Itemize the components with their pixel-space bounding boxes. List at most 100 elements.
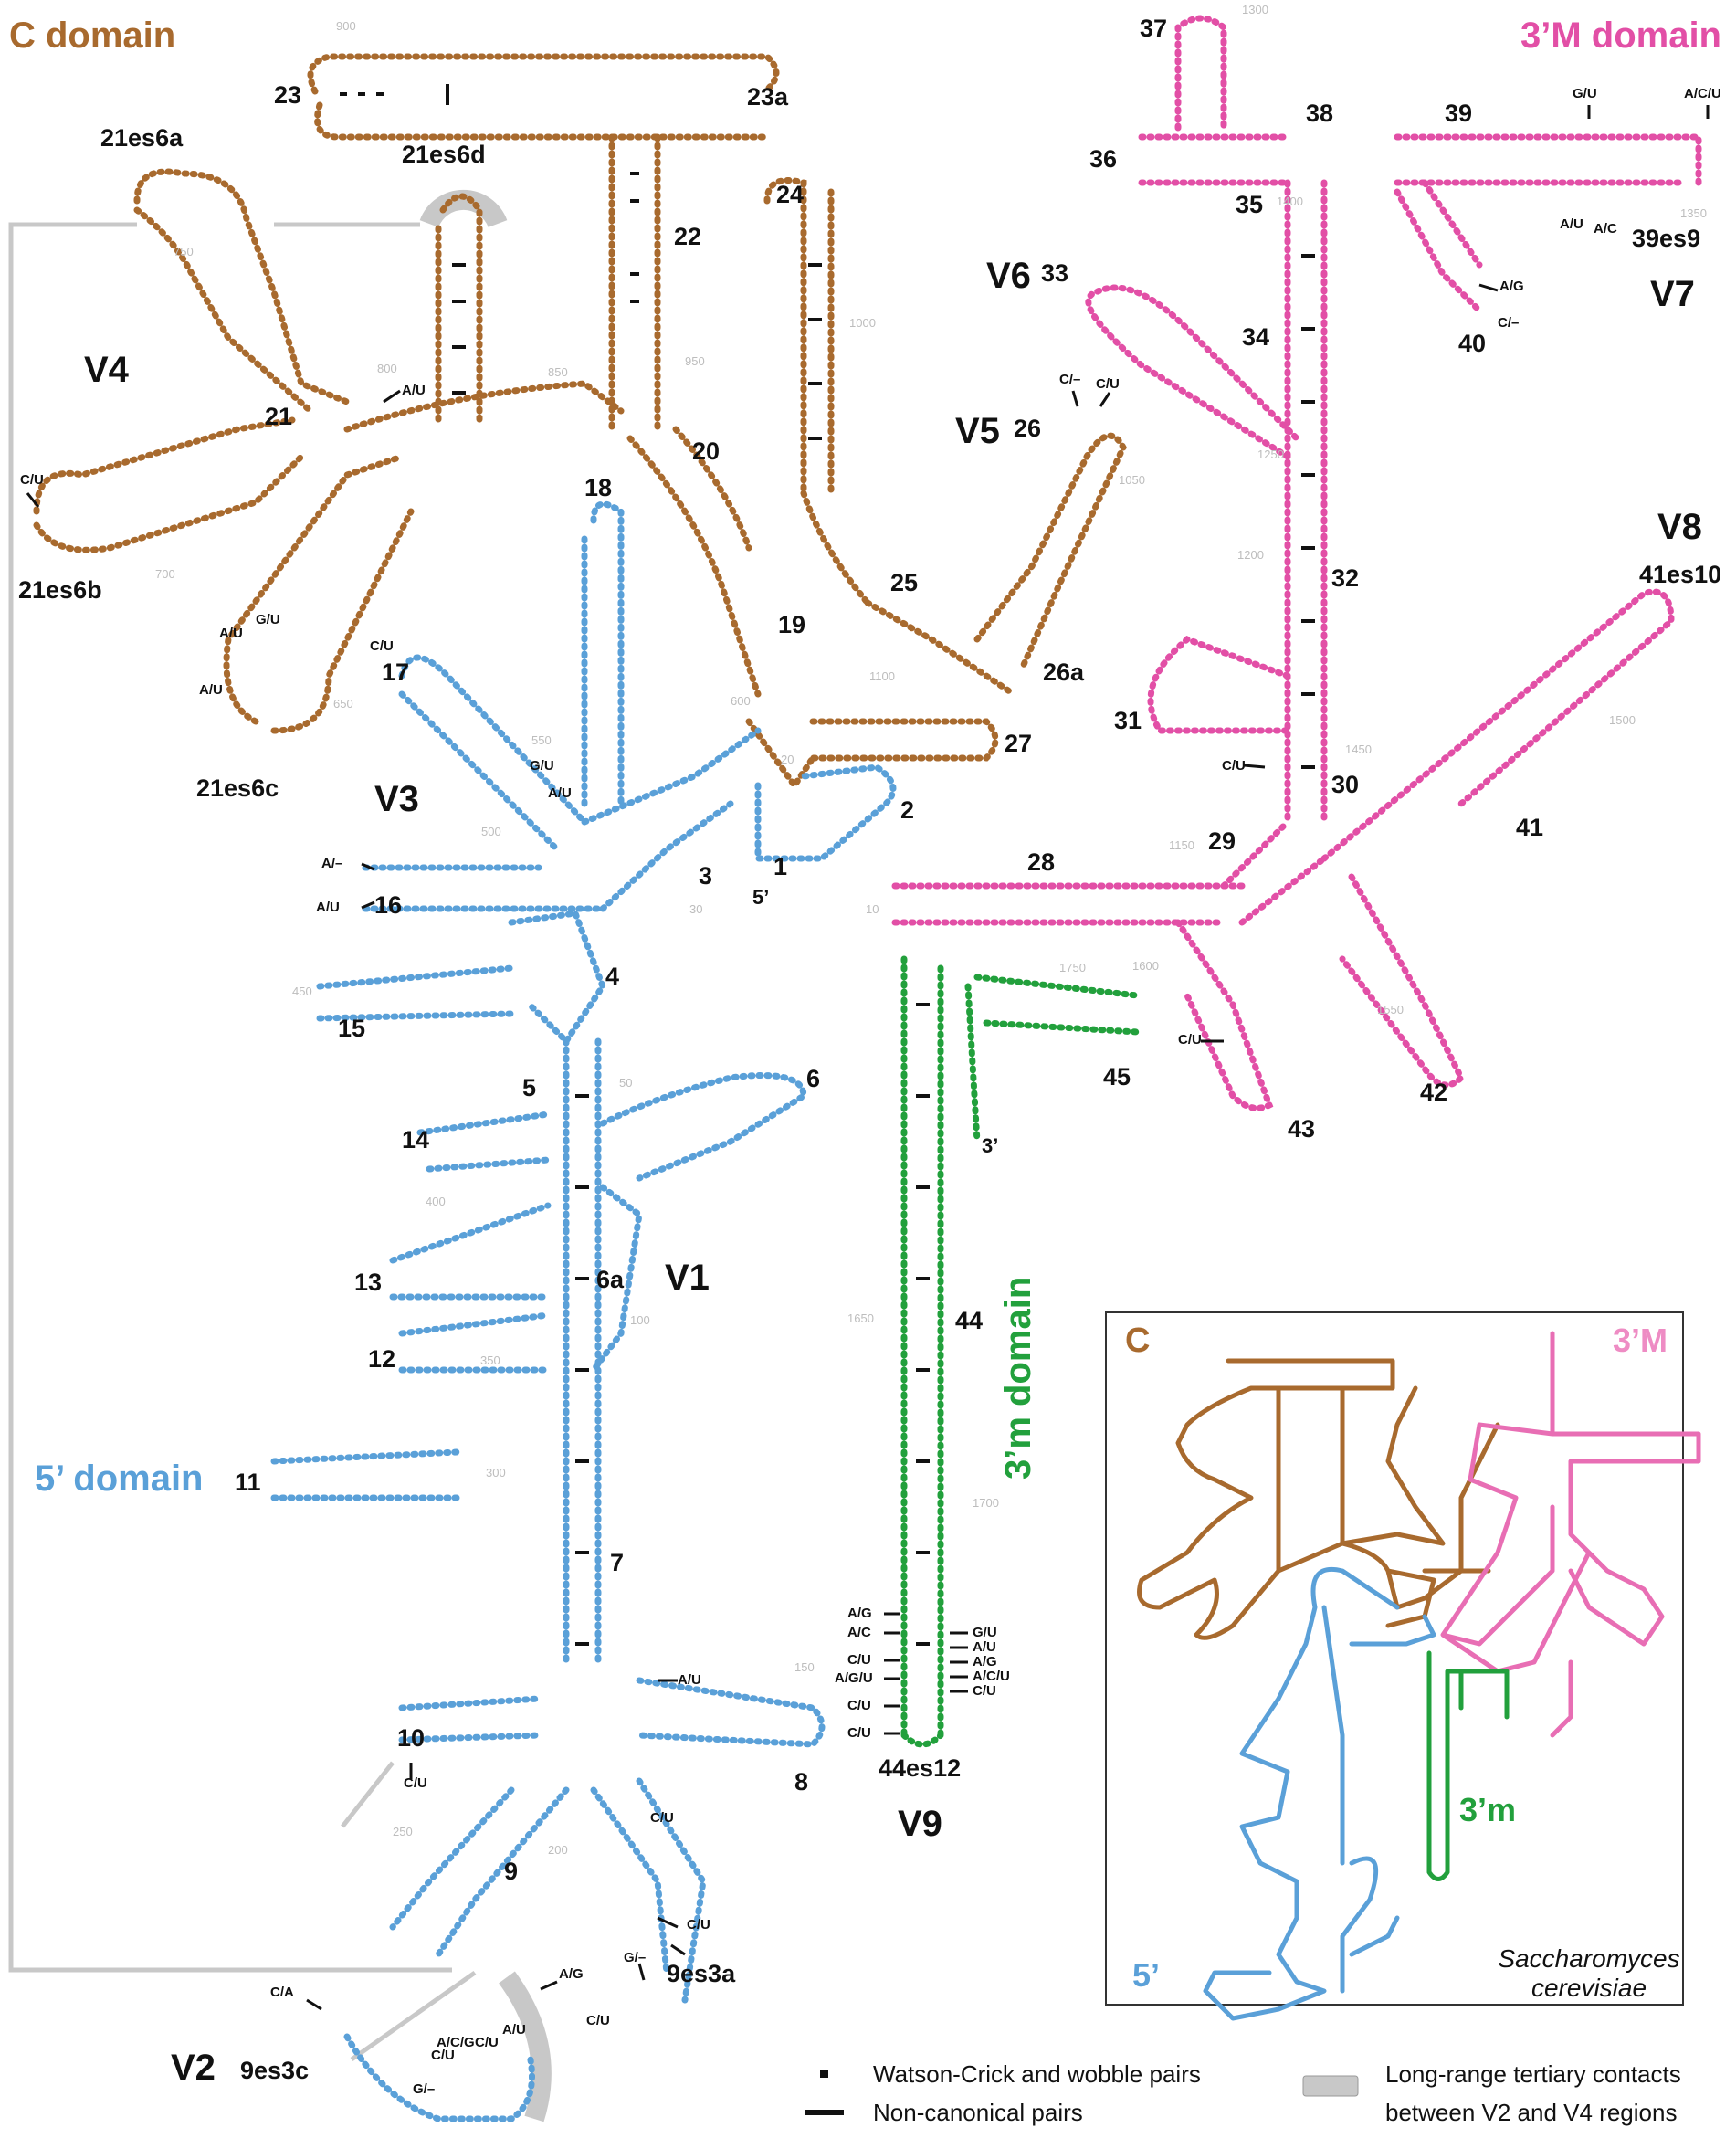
inset-species-line1: Saccharomyces — [1498, 1944, 1679, 1973]
helix-label: 40 — [1458, 330, 1486, 357]
three-prime-end: 3’ — [982, 1134, 998, 1157]
helix-label: 34 — [1242, 323, 1269, 351]
variant-arrows — [26, 105, 1710, 2011]
helix-label: 41 — [1516, 814, 1543, 841]
variant-label: C/U — [847, 1725, 871, 1741]
variant-label: A/C — [847, 1625, 871, 1640]
variant-label: C/U — [847, 1652, 871, 1668]
helix-label: 36 — [1089, 145, 1117, 173]
variant-label: C/U — [586, 2013, 610, 2028]
position-number: 1500 — [1609, 713, 1636, 727]
variant-label: A/G — [847, 1606, 872, 1621]
helix-label: 22 — [674, 223, 701, 250]
position-number: 150 — [794, 1660, 815, 1674]
variant-label: A/U — [678, 1672, 701, 1688]
helix-label: 31 — [1114, 707, 1142, 734]
helix-label: 15 — [338, 1015, 365, 1042]
helix-label: 4 — [605, 963, 619, 990]
helix-label: 21es6b — [18, 576, 102, 604]
legend: Watson-Crick and wobble pairs Non-canoni… — [805, 2060, 1681, 2126]
position-number: 750 — [174, 245, 194, 258]
five-prime-end: 5’ — [752, 886, 769, 909]
helix-label: 39es9 — [1632, 225, 1700, 252]
label-v5: V5 — [955, 411, 1000, 451]
variant-label: C/U — [687, 1917, 710, 1933]
helix-label: 17 — [382, 658, 409, 686]
variant-label: C/U — [1222, 758, 1246, 774]
helix-label: 9 — [504, 1858, 518, 1885]
helix-label: 45 — [1103, 1063, 1131, 1090]
position-number: 300 — [486, 1466, 506, 1480]
label-v7: V7 — [1650, 274, 1695, 314]
inset-outline-three-M — [1440, 1331, 1701, 1738]
inset-label-c: C — [1125, 1322, 1150, 1360]
position-number: 650 — [333, 697, 353, 711]
helix-label: 8 — [794, 1768, 808, 1796]
three-m-domain-structure — [900, 955, 1141, 1748]
inset-outline-three-m — [1426, 1650, 1510, 1881]
position-number: 350 — [480, 1353, 500, 1367]
variant-label: A/U — [402, 383, 426, 398]
inset-label-three-M: 3’M — [1613, 1322, 1668, 1359]
helix-label: 9es3a — [667, 1960, 736, 1987]
helix-label: 27 — [1005, 730, 1032, 757]
helix-label: 19 — [778, 611, 805, 638]
inset-label-three-m: 3’m — [1459, 1791, 1516, 1828]
label-v8: V8 — [1657, 507, 1702, 547]
helix-label: 11 — [235, 1469, 261, 1496]
helix-label: 2 — [900, 796, 914, 824]
helix-label: 5 — [522, 1074, 536, 1101]
c-domain-title: C domain — [9, 16, 175, 56]
helix-label: 29 — [1208, 827, 1236, 855]
position-number: 1600 — [1132, 959, 1159, 973]
variant-label: A/G — [1499, 279, 1524, 294]
variant-label: C/– — [1498, 315, 1519, 331]
variant-label: A/U — [973, 1639, 996, 1655]
helix-label: 6a — [596, 1266, 625, 1293]
position-number: 1550 — [1377, 1003, 1404, 1016]
variant-label: A/U — [219, 626, 243, 641]
variant-label: G/U — [973, 1625, 997, 1640]
position-number: 30 — [689, 902, 702, 916]
helix-label: 33 — [1041, 259, 1068, 287]
legend-nc-symbol — [805, 2110, 844, 2115]
three-M-domain-title: 3’M domain — [1520, 16, 1721, 56]
helix-label: 3 — [699, 862, 712, 890]
position-number: 700 — [155, 567, 175, 581]
helix-label: 21es6a — [100, 124, 184, 152]
helix-label: 25 — [890, 569, 918, 596]
helix-label: 20 — [692, 437, 720, 465]
label-v3: V3 — [374, 779, 419, 819]
variant-label: A/U — [1560, 216, 1583, 232]
variant-label: C/U — [847, 1698, 871, 1713]
label-v1: V1 — [665, 1258, 710, 1298]
helix-label: 6 — [806, 1065, 820, 1092]
variant-label: G/U — [1573, 86, 1597, 101]
helix-label: 7 — [610, 1549, 624, 1576]
position-number: 400 — [426, 1195, 446, 1208]
variant-label: G/– — [413, 2081, 435, 2097]
variant-label: G/– — [624, 1950, 646, 1965]
helix-label: 44es12 — [879, 1754, 961, 1782]
helix-labels: 18 19 20 21 21es6a 21es6b 21es6c 21es6d … — [18, 15, 1721, 2084]
variant-label: A/C/G — [437, 2035, 475, 2050]
c-domain-structure — [33, 53, 1127, 792]
position-number: 1250 — [1257, 448, 1284, 461]
variant-label: C/U — [20, 472, 44, 488]
position-number: 450 — [292, 985, 312, 998]
legend-lr-line1: Long-range tertiary contacts — [1385, 2060, 1681, 2088]
legend-lr-line2: between V2 and V4 regions — [1385, 2099, 1677, 2126]
position-number: 1450 — [1345, 743, 1372, 756]
position-number: 20 — [781, 753, 794, 766]
legend-wc-text: Watson-Crick and wobble pairs — [873, 2060, 1201, 2088]
variant-label: A/G — [559, 1966, 584, 1982]
label-v9: V9 — [898, 1804, 942, 1844]
position-number: 1650 — [847, 1311, 874, 1325]
position-number: 1050 — [1119, 473, 1145, 487]
inset-species-line2: cerevisiae — [1531, 1974, 1647, 2002]
position-numbers: 10 20 30 50 100 150 200 250 300 350 400 … — [155, 3, 1707, 1857]
position-number: 1150 — [1169, 838, 1194, 852]
position-number: 100 — [630, 1313, 650, 1327]
helix-label: 26 — [1014, 415, 1041, 442]
variant-label: A/C/U — [1684, 86, 1721, 101]
